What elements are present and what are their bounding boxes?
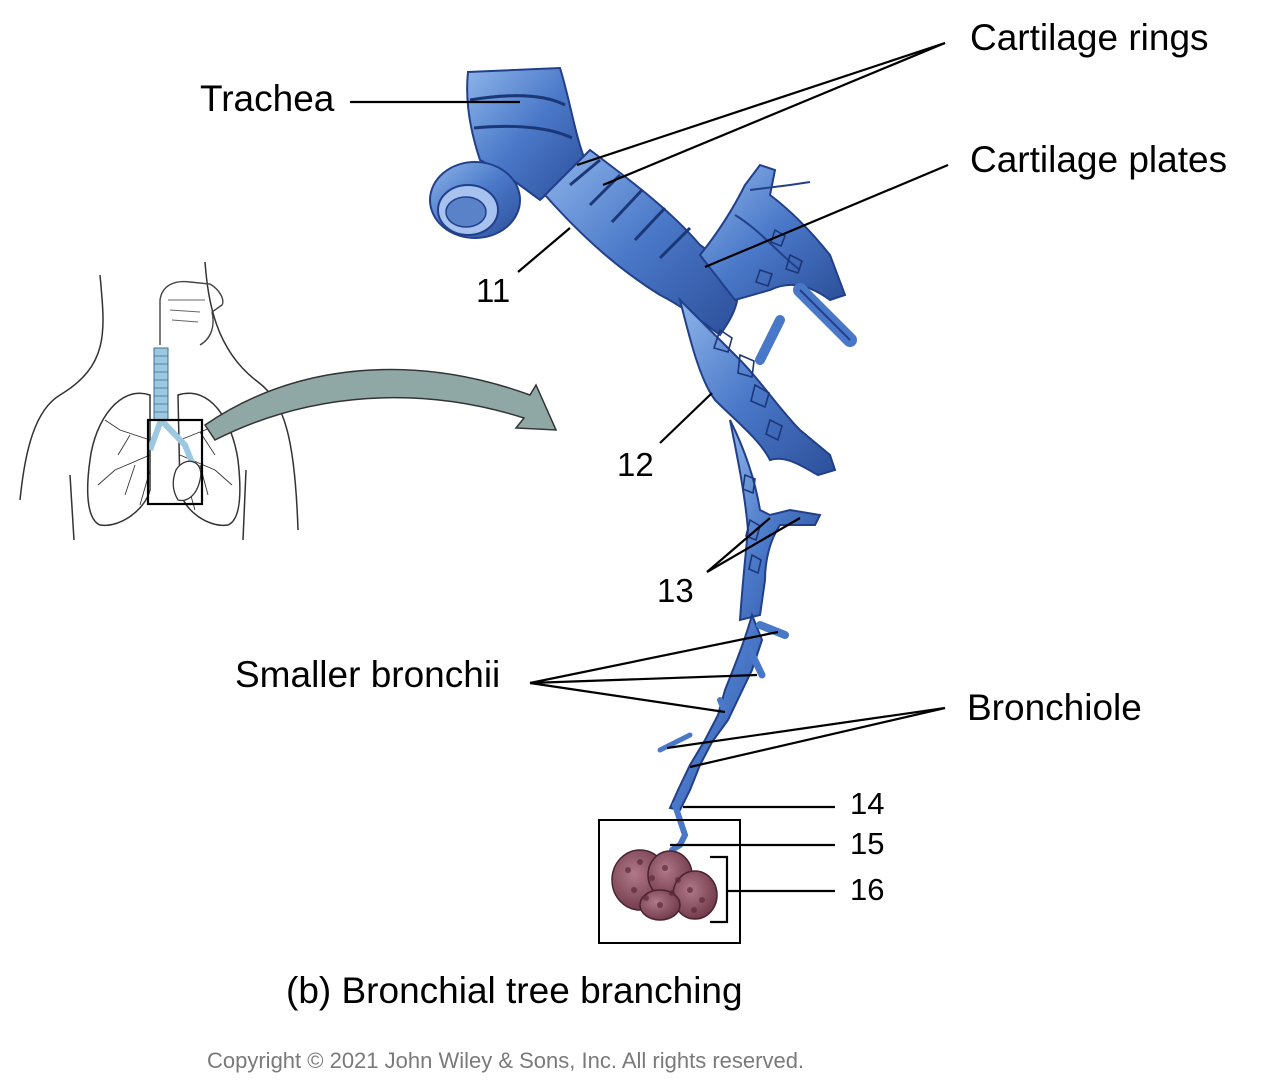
label-13: 13 bbox=[657, 572, 694, 609]
label-12-leader bbox=[659, 392, 713, 444]
torso-inset-illustration bbox=[19, 261, 299, 541]
alveolar-sac bbox=[611, 849, 718, 921]
label-11-leader bbox=[517, 227, 571, 273]
figure-caption: (b) Bronchial tree branching bbox=[286, 970, 743, 1011]
cartilage-rings-leader-2 bbox=[602, 41, 946, 187]
smaller-bronchii-leader-2 bbox=[529, 673, 758, 685]
label-15: 15 bbox=[850, 826, 885, 861]
magnify-arrow bbox=[203, 368, 558, 441]
inset-selection-box bbox=[146, 418, 204, 506]
leader-lines bbox=[350, 41, 949, 924]
bronchiole-leader-2 bbox=[689, 706, 946, 769]
label-trachea: Trachea bbox=[200, 78, 335, 119]
label-smaller-bronchii: Smaller bronchii bbox=[235, 654, 501, 695]
smaller-bronchii-leader-3 bbox=[529, 681, 726, 714]
label-16-bracket bbox=[710, 855, 729, 924]
label-cartilage-plates: Cartilage plates bbox=[970, 139, 1228, 180]
label-13-leader-1 bbox=[706, 517, 771, 573]
label-11: 11 bbox=[476, 272, 511, 309]
alveoli-box bbox=[598, 819, 741, 944]
label-14: 14 bbox=[850, 786, 885, 821]
label-12: 12 bbox=[617, 446, 654, 483]
cartilage-plates-leader bbox=[704, 163, 949, 269]
label-cartilage-rings: Cartilage rings bbox=[970, 17, 1209, 58]
cartilage-rings-leader-1 bbox=[576, 41, 946, 167]
bronchiole-leader-1 bbox=[666, 706, 946, 750]
smaller-bronchii-leader-1 bbox=[529, 630, 779, 685]
label-bronchiole: Bronchiole bbox=[967, 687, 1142, 728]
label-13-leader-2 bbox=[706, 517, 801, 573]
label-16: 16 bbox=[850, 872, 885, 907]
copyright-notice: Copyright © 2021 John Wiley & Sons, Inc.… bbox=[207, 1048, 805, 1073]
